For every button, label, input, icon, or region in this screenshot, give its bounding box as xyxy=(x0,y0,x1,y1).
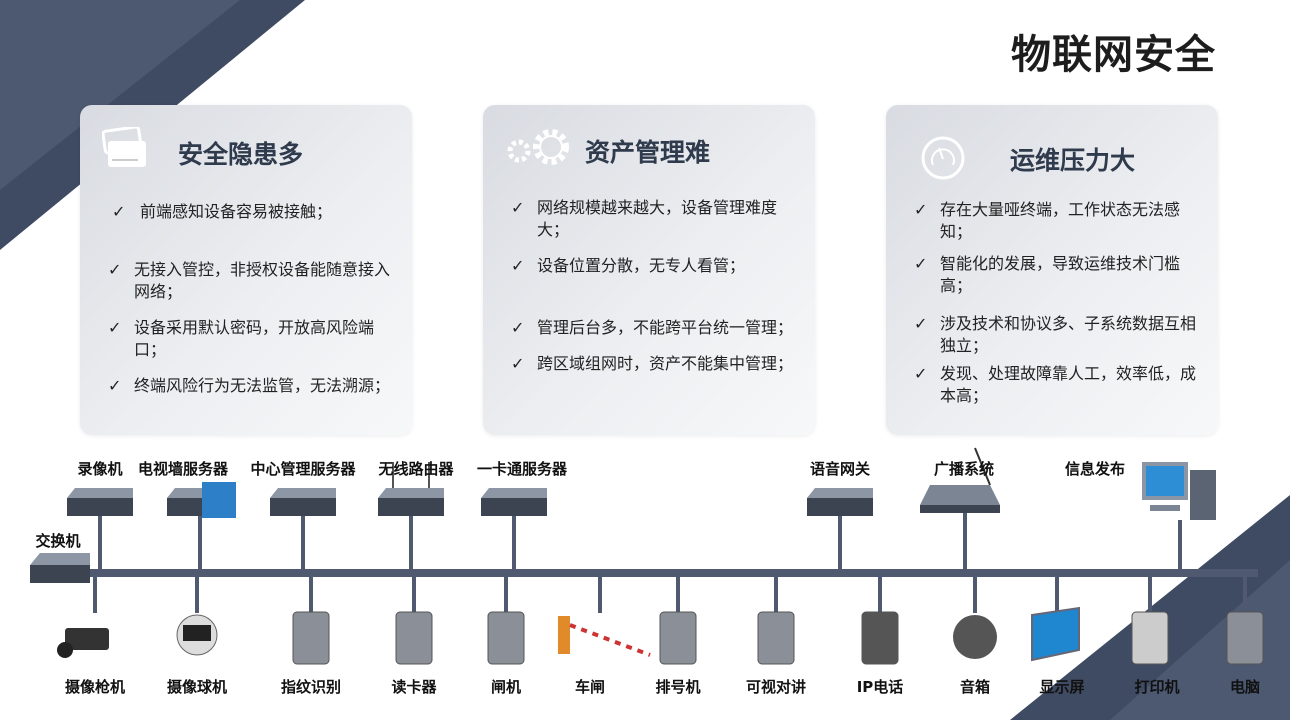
check-icon: ✓ xyxy=(108,260,122,279)
card-title: 资产管理难 xyxy=(585,138,711,167)
device-card-reader xyxy=(395,573,433,665)
check-icon: ✓ xyxy=(914,200,928,219)
item-text: 设备位置分散，无专人看管； xyxy=(537,256,746,275)
gauge-icon xyxy=(921,136,965,180)
switch-device xyxy=(30,553,90,583)
device-card-server xyxy=(481,488,547,573)
item-text: 涉及技术和协议多、子系统数据互相独立； xyxy=(940,314,1197,355)
check-icon: ✓ xyxy=(914,254,928,273)
device-bullet-camera xyxy=(57,573,109,658)
device-voice-gateway xyxy=(807,488,873,573)
list-item: ✓ 前端感知设备容易被接触； xyxy=(102,201,402,223)
item-text: 存在大量哑终端，工作状态无法感知； xyxy=(940,200,1181,241)
device-label-computer: 电脑 xyxy=(1229,678,1261,696)
page-title: 物联网安全 xyxy=(1011,32,1216,78)
credit-card-icon xyxy=(102,127,146,167)
device-label-voice-gateway: 语音网关 xyxy=(809,460,871,478)
device-info-release xyxy=(1142,462,1216,573)
check-icon: ✓ xyxy=(914,364,928,383)
card-title: 安全隐患多 xyxy=(178,140,304,169)
check-icon: ✓ xyxy=(511,256,525,275)
check-icon: ✓ xyxy=(511,354,525,373)
device-label-speaker: 音箱 xyxy=(959,678,991,696)
device-label-gate: 闸机 xyxy=(490,678,522,696)
device-label-wireless-router: 无线路由器 xyxy=(378,460,454,478)
device-central-server xyxy=(270,488,336,573)
device-barrier-gate xyxy=(558,573,651,657)
list-item: ✓ 设备采用默认密码，开放高风险端口； xyxy=(102,317,402,361)
list-item: ✓ 发现、处理故障靠人工，效率低，成本高； xyxy=(908,363,1208,407)
check-icon: ✓ xyxy=(108,376,122,395)
device-wireless-router xyxy=(378,462,444,573)
device-label-bullet-camera: 摄像枪机 xyxy=(64,678,126,696)
device-label-tv-wall-server: 电视墙服务器 xyxy=(137,460,229,478)
check-icon: ✓ xyxy=(511,318,525,337)
device-label-recorder: 录像机 xyxy=(77,460,123,478)
gears-icon xyxy=(507,129,569,165)
list-item: ✓ 管理后台多，不能跨平台统一管理； xyxy=(505,317,805,339)
device-label-barrier-gate: 车闸 xyxy=(574,678,606,696)
device-label-info-release: 信息发布 xyxy=(1064,460,1126,478)
device-label-broadcast-system: 广播系统 xyxy=(933,460,995,478)
device-ip-phone xyxy=(861,573,899,665)
device-label-dome-camera: 摄像球机 xyxy=(166,678,228,696)
check-icon: ✓ xyxy=(914,314,928,333)
device-tv-wall-server xyxy=(167,482,236,573)
item-text: 设备采用默认密码，开放高风险端口； xyxy=(134,318,375,359)
list-item: ✓ 设备位置分散，无专人看管； xyxy=(505,255,805,277)
device-recorder xyxy=(67,488,133,573)
check-icon: ✓ xyxy=(511,198,525,217)
card-security-risks: 安全隐患多 ✓ 前端感知设备容易被接触； ✓ 无接入管控，非授权设备能随意接入网络；… xyxy=(80,105,412,435)
list-item: ✓ 跨区域组网时，资产不能集中管理； xyxy=(505,353,805,375)
device-label-queue-machine: 排号机 xyxy=(655,678,701,696)
item-text: 智能化的发展，导致运维技术门槛高； xyxy=(940,254,1181,295)
device-label-switch: 交换机 xyxy=(35,532,81,550)
list-item: ✓ 涉及技术和协议多、子系统数据互相独立； xyxy=(908,313,1208,357)
card-title: 运维压力大 xyxy=(1010,146,1136,175)
device-gate xyxy=(487,573,525,665)
check-icon: ✓ xyxy=(108,318,122,337)
item-text: 管理后台多，不能跨平台统一管理； xyxy=(537,318,794,337)
device-speaker xyxy=(953,573,997,659)
device-display xyxy=(1031,573,1080,662)
list-item: ✓ 网络规模越来越大，设备管理难度大； xyxy=(505,197,805,241)
device-dome-camera xyxy=(176,573,218,656)
device-label-ip-phone: IP电话 xyxy=(856,678,904,696)
item-text: 跨区域组网时，资产不能集中管理； xyxy=(537,354,794,373)
device-label-video-intercom: 可视对讲 xyxy=(745,678,807,696)
device-computer xyxy=(1226,573,1264,665)
device-queue-machine xyxy=(659,573,697,665)
item-text: 前端感知设备容易被接触； xyxy=(140,202,333,221)
device-label-printer: 打印机 xyxy=(1134,678,1180,696)
item-text: 发现、处理故障靠人工，效率低，成本高； xyxy=(940,364,1197,405)
card-asset-management: 资产管理难 ✓网络规模越来越大，设备管理难度大； ✓设备位置分散，无专人看管； … xyxy=(483,105,815,435)
device-label-fingerprint-reader: 指纹识别 xyxy=(280,678,342,696)
device-video-intercom xyxy=(757,573,795,665)
item-text: 终端风险行为无法监管，无法溯源； xyxy=(134,376,391,395)
device-label-card-reader: 读卡器 xyxy=(391,678,437,696)
network-bus xyxy=(30,569,1258,577)
device-broadcast-system xyxy=(920,447,1000,573)
device-fingerprint-reader xyxy=(292,573,330,665)
list-item: ✓ 存在大量哑终端，工作状态无法感知； xyxy=(908,199,1208,243)
card-operations-pressure: 运维压力大 ✓ 存在大量哑终端，工作状态无法感知； ✓ 智能化的发展，导致运维技术门… xyxy=(886,105,1218,435)
device-label-central-server: 中心管理服务器 xyxy=(250,460,356,478)
list-item: ✓ 终端风险行为无法监管，无法溯源； xyxy=(102,375,402,397)
device-label-display: 显示屏 xyxy=(1039,678,1085,696)
list-item: ✓ 智能化的发展，导致运维技术门槛高； xyxy=(908,253,1208,297)
item-text: 网络规模越来越大，设备管理难度大； xyxy=(537,198,778,239)
list-item: ✓ 无接入管控，非授权设备能随意接入网络； xyxy=(102,259,402,303)
device-label-card-server: 一卡通服务器 xyxy=(476,460,568,478)
check-icon: ✓ xyxy=(112,202,126,221)
device-printer xyxy=(1131,573,1169,665)
item-text: 无接入管控，非授权设备能随意接入网络； xyxy=(134,260,391,301)
